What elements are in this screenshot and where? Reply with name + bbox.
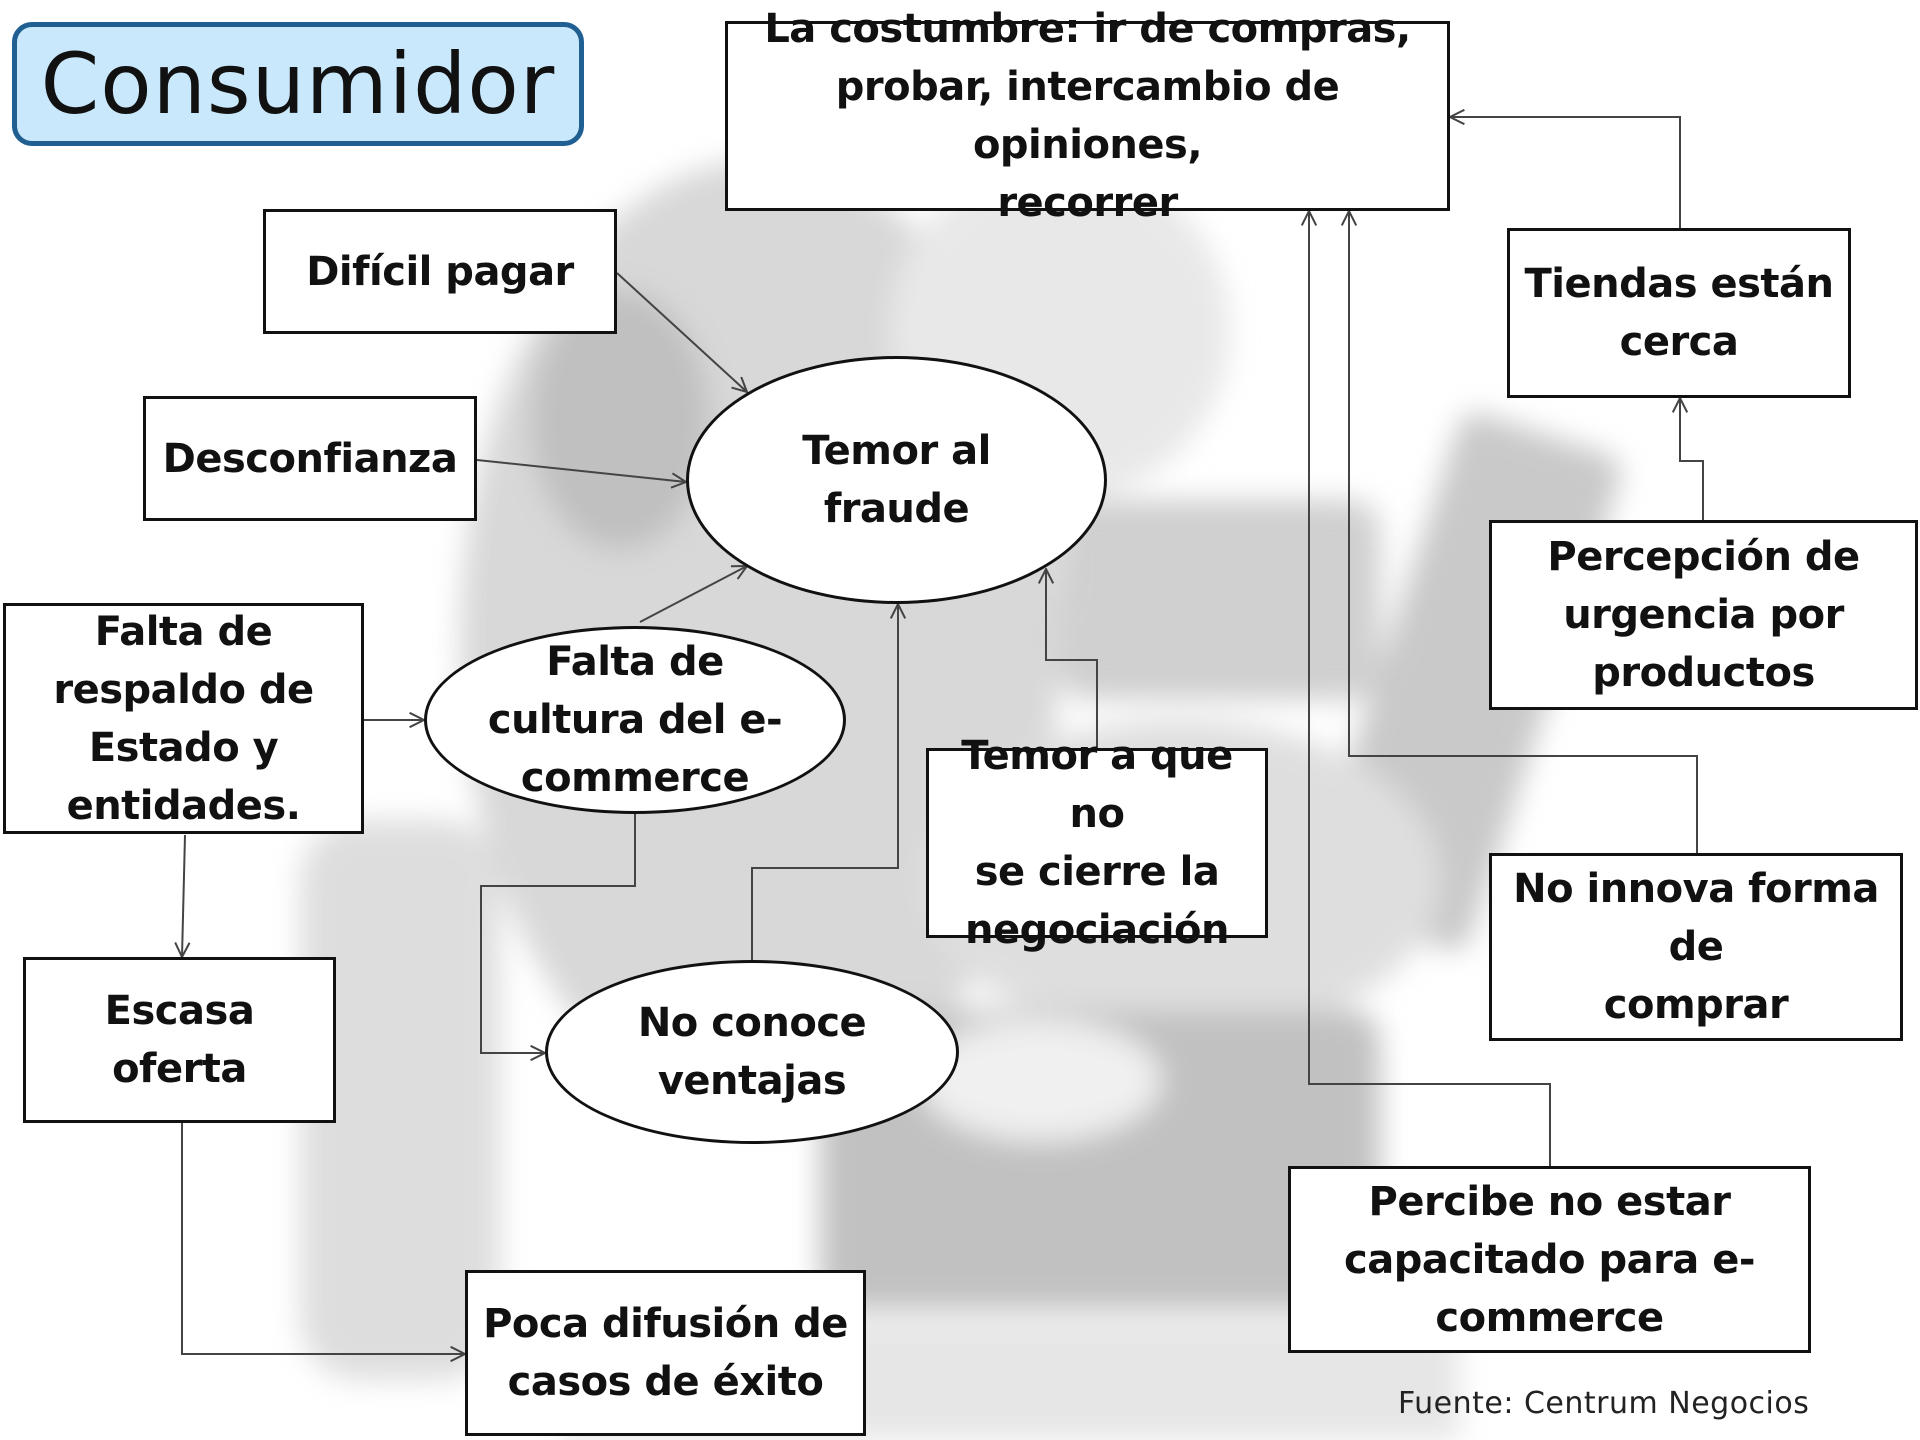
arrow-no-innova-to-costumbre (1349, 211, 1698, 853)
arrow-falta-respaldo-to-escasa-oferta (182, 834, 185, 957)
arrow-no-conoce-to-temor-fraude (751, 604, 898, 960)
node-dificil-pagar: Difícil pagar (263, 209, 617, 334)
node-no-conoce: No conoce ventajas (545, 960, 959, 1144)
arrow-escasa-oferta-to-poca-difusion (181, 1123, 465, 1354)
node-tiendas-cerca: Tiendas están cerca (1507, 228, 1851, 398)
node-percibe-no-capacitado: Percibe no estar capacitado para e- comm… (1288, 1166, 1811, 1353)
node-falta-respaldo: Falta de respaldo de Estado y entidades. (3, 603, 364, 834)
arrow-falta-cultura-to-temor-fraude (639, 566, 747, 623)
node-costumbre: La costumbre: ir de compras, probar, int… (725, 6, 1450, 226)
node-escasa-oferta: Escasa oferta (23, 957, 336, 1123)
node-falta-cultura: Falta de cultura del e- commerce (424, 626, 846, 814)
arrow-temor-negociacion-to-temor-fraude (1046, 569, 1098, 748)
arrow-falta-cultura-to-no-conoce (480, 813, 636, 1053)
node-percepcion-urgencia: Percepción de urgencia por productos (1489, 520, 1918, 710)
arrow-percepcion-to-tiendas-cerca (1680, 398, 1704, 520)
node-temor-negociacion: Temor a que no se cierre la negociación (926, 733, 1268, 953)
node-desconfianza: Desconfianza (143, 396, 477, 521)
node-no-innova: No innova forma de comprar (1489, 853, 1903, 1041)
arrow-tiendas-cerca-to-costumbre (1450, 117, 1681, 228)
page-title: Consumidor (12, 22, 584, 146)
arrow-dificil-pagar-to-temor-fraude (616, 272, 747, 392)
node-poca-difusion: Poca difusión de casos de éxito (465, 1270, 866, 1436)
source-caption: Fuente: Centrum Negocios (1398, 1386, 1810, 1421)
node-temor-fraude: Temor al fraude (686, 356, 1107, 604)
arrow-desconfianza-to-temor-fraude (476, 459, 686, 482)
arrow-percibe-to-costumbre (1309, 211, 1551, 1166)
